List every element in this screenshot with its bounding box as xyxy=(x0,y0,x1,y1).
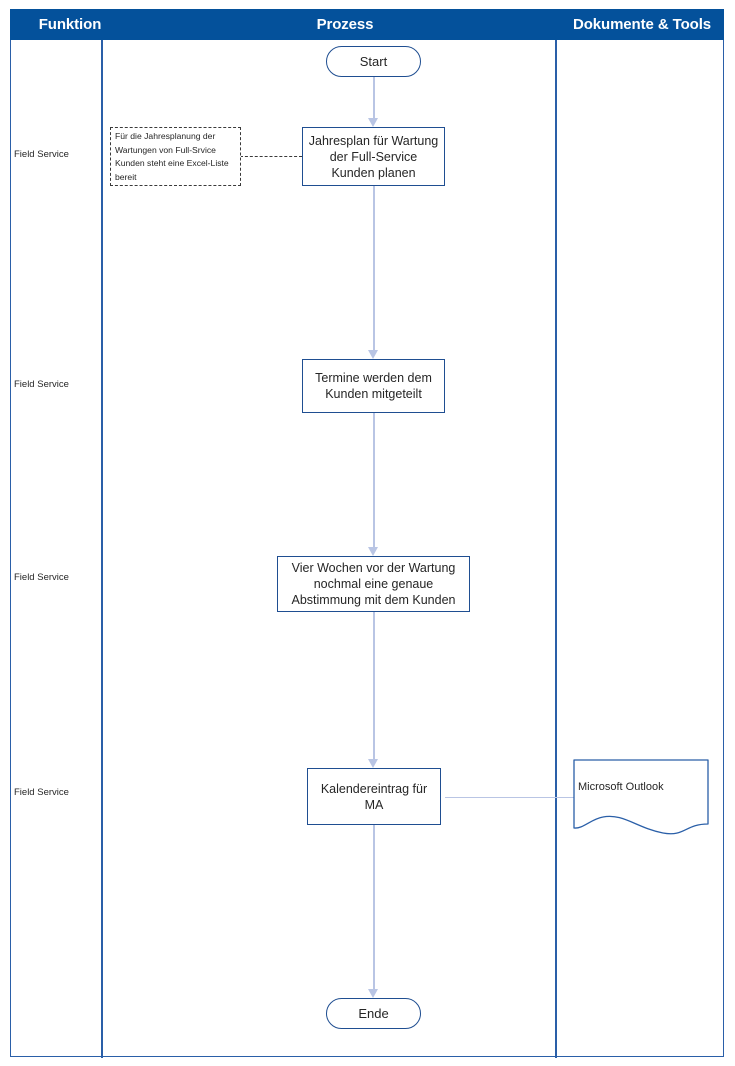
arrowhead-step1-to-step2 xyxy=(368,350,378,359)
document-shape-outlook[interactable] xyxy=(573,759,709,835)
note-excel-liste: Für die Jahresplanung der Wartungen von … xyxy=(110,127,241,186)
node-kalendereintrag-ma[interactable]: Kalendereintrag für MA xyxy=(307,768,441,825)
connector-step1-to-step2 xyxy=(373,186,375,351)
node-jahresplan-planen[interactable]: Jahresplan für Wartung der Full-Service … xyxy=(302,127,445,186)
header-column-dokumente-tools: Dokumente & Tools xyxy=(572,16,712,33)
connector-step4-to-end xyxy=(373,825,375,990)
diagram-frame xyxy=(10,40,724,1057)
node-end[interactable]: Ende xyxy=(326,998,421,1029)
connector-step2-to-step3 xyxy=(373,413,375,548)
connector-note-to-step1 xyxy=(240,156,302,157)
column-divider-funktion-prozess xyxy=(101,40,103,1058)
column-divider-prozess-dokumente xyxy=(555,40,557,1058)
arrowhead-start-to-step1 xyxy=(368,118,378,127)
header-column-funktion: Funktion xyxy=(38,16,102,33)
arrowhead-step2-to-step3 xyxy=(368,547,378,556)
connector-start-to-step1 xyxy=(373,77,375,119)
document-label-outlook: Microsoft Outlook xyxy=(578,781,664,793)
node-start[interactable]: Start xyxy=(326,46,421,77)
lane-label-field-service-4: Field Service xyxy=(14,787,69,798)
arrowhead-step4-to-end xyxy=(368,989,378,998)
connector-step3-to-step4 xyxy=(373,612,375,760)
header-column-prozess: Prozess xyxy=(316,16,374,33)
table-header: Funktion Prozess Dokumente & Tools xyxy=(10,9,724,40)
node-termine-mitteilen[interactable]: Termine werden dem Kunden mitgeteilt xyxy=(302,359,445,413)
lane-label-field-service-3: Field Service xyxy=(14,572,69,583)
connector-step4-to-outlook xyxy=(445,797,574,799)
arrowhead-step3-to-step4 xyxy=(368,759,378,768)
node-abstimmung-kunde[interactable]: Vier Wochen vor der Wartung nochmal eine… xyxy=(277,556,470,612)
lane-label-field-service-1: Field Service xyxy=(14,149,69,160)
lane-label-field-service-2: Field Service xyxy=(14,379,69,390)
